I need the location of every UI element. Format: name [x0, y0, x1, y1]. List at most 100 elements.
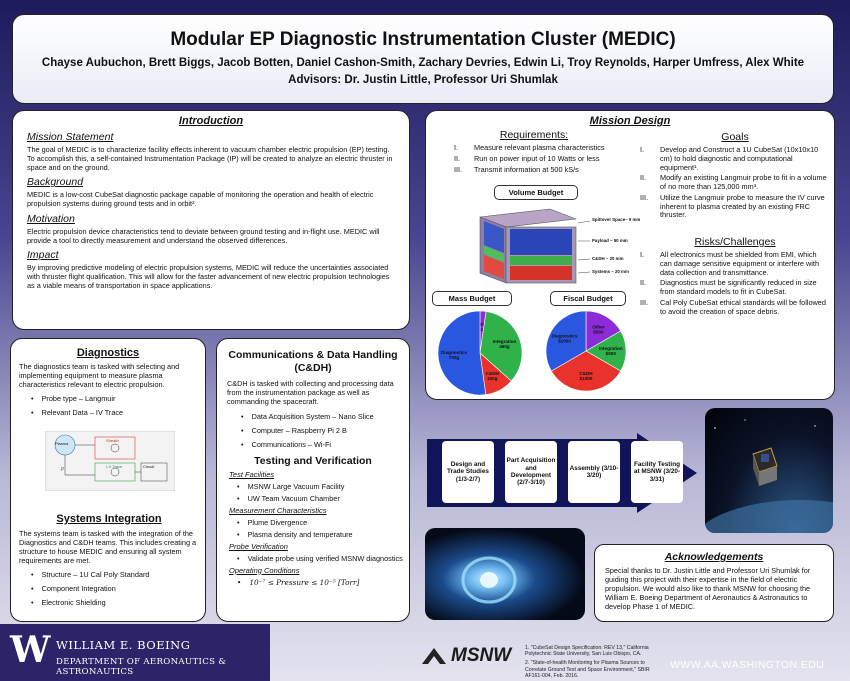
background-text: MEDIC is a low-cost CubeSat diagnostic p… [27, 190, 374, 209]
fiscal-slice-cdh [550, 350, 622, 392]
reference-2: 2. "State-of-health Monitoring for Plasm… [525, 660, 650, 679]
acknowledgements-text: Special thanks to Dr. Justin Little and … [605, 566, 811, 612]
advisors-line: Advisors: Dr. Justin Little, Professor U… [288, 74, 558, 86]
department-url: WWW.AA.WASHINGTON.EDU [670, 659, 825, 671]
volume-label-payload: Payload – 50 mm [592, 238, 628, 243]
mass-budget-label: Mass Budget [432, 291, 512, 306]
list-item: Component Integration [31, 584, 205, 593]
mission-design-panel: Mission Design Requirements: I.Measure r… [425, 110, 835, 400]
cdh-panel: Communications & Data Handling (C&DH) C&… [216, 338, 410, 622]
list-item: III.Transmit information at 500 kS/s [454, 164, 579, 174]
list-item: I.Measure relevant plasma characteristic… [454, 143, 605, 152]
timeline-step-acquisition: Part Acquisition and Development (2/7-3/… [505, 441, 557, 503]
timeline-step-assembly: Assembly (3/10-3/20) [568, 441, 620, 503]
measurement-list: Plume Divergence Plasma density and temp… [237, 518, 409, 539]
goals-list: I.Develop and Construct a 1U CubeSat (10… [640, 145, 830, 220]
list-item: III.Utilize the Langmuir probe to measur… [640, 192, 825, 220]
diagram-label-sheath: Sheath [106, 438, 119, 443]
requirements-list: I.Measure relevant plasma characteristic… [454, 143, 634, 174]
measurement-heading: Measurement Characteristics [229, 505, 327, 515]
volume-budget-label: Volume Budget [494, 185, 578, 200]
fiscal-label-other: Other$500 [592, 325, 604, 335]
list-item: Probe type – Langmuir [31, 394, 205, 403]
timeline-arrow [427, 433, 697, 513]
list-item: Communications – Wi-Fi [241, 440, 409, 449]
list-item: I.Develop and Construct a 1U CubeSat (10… [640, 145, 819, 172]
risks-title: Risks/Challenges [694, 236, 776, 248]
impact-text: By improving predictive modeling of elec… [27, 262, 390, 290]
fiscal-label-integration: Integration$500 [599, 346, 623, 356]
systems-integration-title: Systems Integration [56, 513, 162, 525]
list-item: III.Cal Poly CubeSat ethical standards w… [640, 297, 826, 316]
volume-label-systems: Systems – 20 mm [592, 269, 629, 274]
fiscal-label-cdh: C&DH$1000 [579, 371, 593, 381]
poster-title: Modular EP Diagnostic Instrumentation Cl… [170, 29, 676, 50]
list-item: Structure – 1U Cal Poly Standard [31, 570, 205, 579]
volume-budget-cube [479, 208, 591, 284]
timeline-step-testing: Facility Testing at MSNW (3/20-3/31) [631, 441, 683, 503]
msnw-text: MSNW [451, 645, 512, 666]
operating-conditions-list: 10⁻⁷ ≤ Pressure ≤ 10⁻⁵ [Torr] [237, 578, 409, 587]
fiscal-label-diagnostics: Diagnostics$1000 [551, 334, 577, 344]
fiscal-slice-diagnostics [545, 310, 587, 372]
uw-w-logo: W [10, 629, 51, 671]
operating-conditions-heading: Operating Conditions [229, 565, 300, 575]
uw-dept-line1: WILLIAM E. BOEING [56, 638, 191, 652]
msnw-mark-icon [422, 648, 446, 664]
timeline-step-design: Design and Trade Studies (1/3-2/7) [442, 441, 494, 503]
msnw-logo: MSNW [420, 645, 511, 667]
list-item: I.All electronics must be shielded from … [640, 250, 819, 277]
list-item: Plume Divergence [237, 518, 409, 527]
uw-footer-banner: W WILLIAM E. BOEING DEPARTMENT OF AERONA… [0, 624, 270, 681]
acknowledgements-panel: Acknowledgements Special thanks to Dr. J… [594, 544, 834, 622]
background-heading: Background [27, 176, 84, 189]
list-item: MSNW Large Vacuum Facility [237, 482, 409, 491]
references: 1. "CubeSat Design Specification: REV 13… [525, 645, 665, 679]
volume-label-cdh: C&DH – 20 mm [592, 256, 624, 261]
cdh-text: C&DH is tasked with collecting and proce… [227, 379, 394, 407]
fiscal-budget-label: Fiscal Budget [550, 291, 626, 306]
list-item: Electronic Shielding [31, 598, 205, 607]
diagnostics-text: The diagnostics team is tasked with sele… [19, 362, 180, 390]
poster-header: Modular EP Diagnostic Instrumentation Cl… [12, 14, 834, 104]
list-item: II.Run on power input of 10 Watts or les… [454, 153, 600, 163]
volume-label-spillover: Spittover Space– 9 mm [592, 217, 641, 222]
acknowledgements-title: Acknowledgements [664, 551, 764, 563]
mission-statement-text: The goal of MEDIC is to characterize fac… [27, 145, 393, 173]
list-item: Plasma density and temperature [237, 530, 409, 539]
diagnostics-list: Probe type – Langmuir Relevant Data – IV… [31, 394, 205, 417]
thruster-plume-image [425, 528, 585, 620]
introduction-title: Introduction [178, 115, 244, 127]
svg-text:P: P [61, 467, 64, 473]
list-item: Relevant Data – IV Trace [31, 408, 205, 417]
systems-integration-list: Structure – 1U Cal Poly Standard Compone… [31, 570, 205, 607]
cdh-list: Data Acquisition System – Nano Slice Com… [241, 412, 409, 449]
test-facilities-heading: Test Facilities [229, 469, 275, 479]
mass-slice-integration [479, 311, 523, 382]
diagnostics-title: Diagnostics [76, 347, 140, 359]
impact-heading: Impact [27, 248, 59, 261]
list-item: II.Modify an existing Langmuir probe to … [640, 173, 827, 191]
cdh-title: Communications & Data Handling (C&DH) [228, 349, 398, 375]
mission-design-title: Mission Design [589, 115, 671, 127]
uw-dept-line2: DEPARTMENT OF AERONAUTICS & ASTRONAUTICS [56, 657, 227, 677]
list-item: Data Acquisition System – Nano Slice [241, 412, 409, 421]
testing-title: Testing and Verification [254, 454, 372, 467]
langmuir-circuit-diagram: P [45, 431, 175, 491]
mission-statement-heading: Mission Statement [27, 131, 114, 143]
mass-slice-diagnostics [437, 310, 487, 396]
diagram-label-circuit: Circuit [143, 464, 155, 469]
list-item: 10⁻⁷ ≤ Pressure ≤ 10⁻⁵ [Torr] [237, 578, 409, 587]
risks-list: I.All electronics must be shielded from … [640, 250, 830, 316]
motivation-heading: Motivation [27, 212, 75, 225]
cubesat-space-image [705, 408, 833, 533]
systems-integration-text: The systems team is tasked with the inte… [19, 529, 197, 566]
list-item: II.Diagnostics must be significantly red… [640, 278, 817, 296]
list-item: Computer – Raspberry Pi 2 B [241, 426, 409, 435]
probe-verification-heading: Probe Verification [229, 541, 288, 551]
